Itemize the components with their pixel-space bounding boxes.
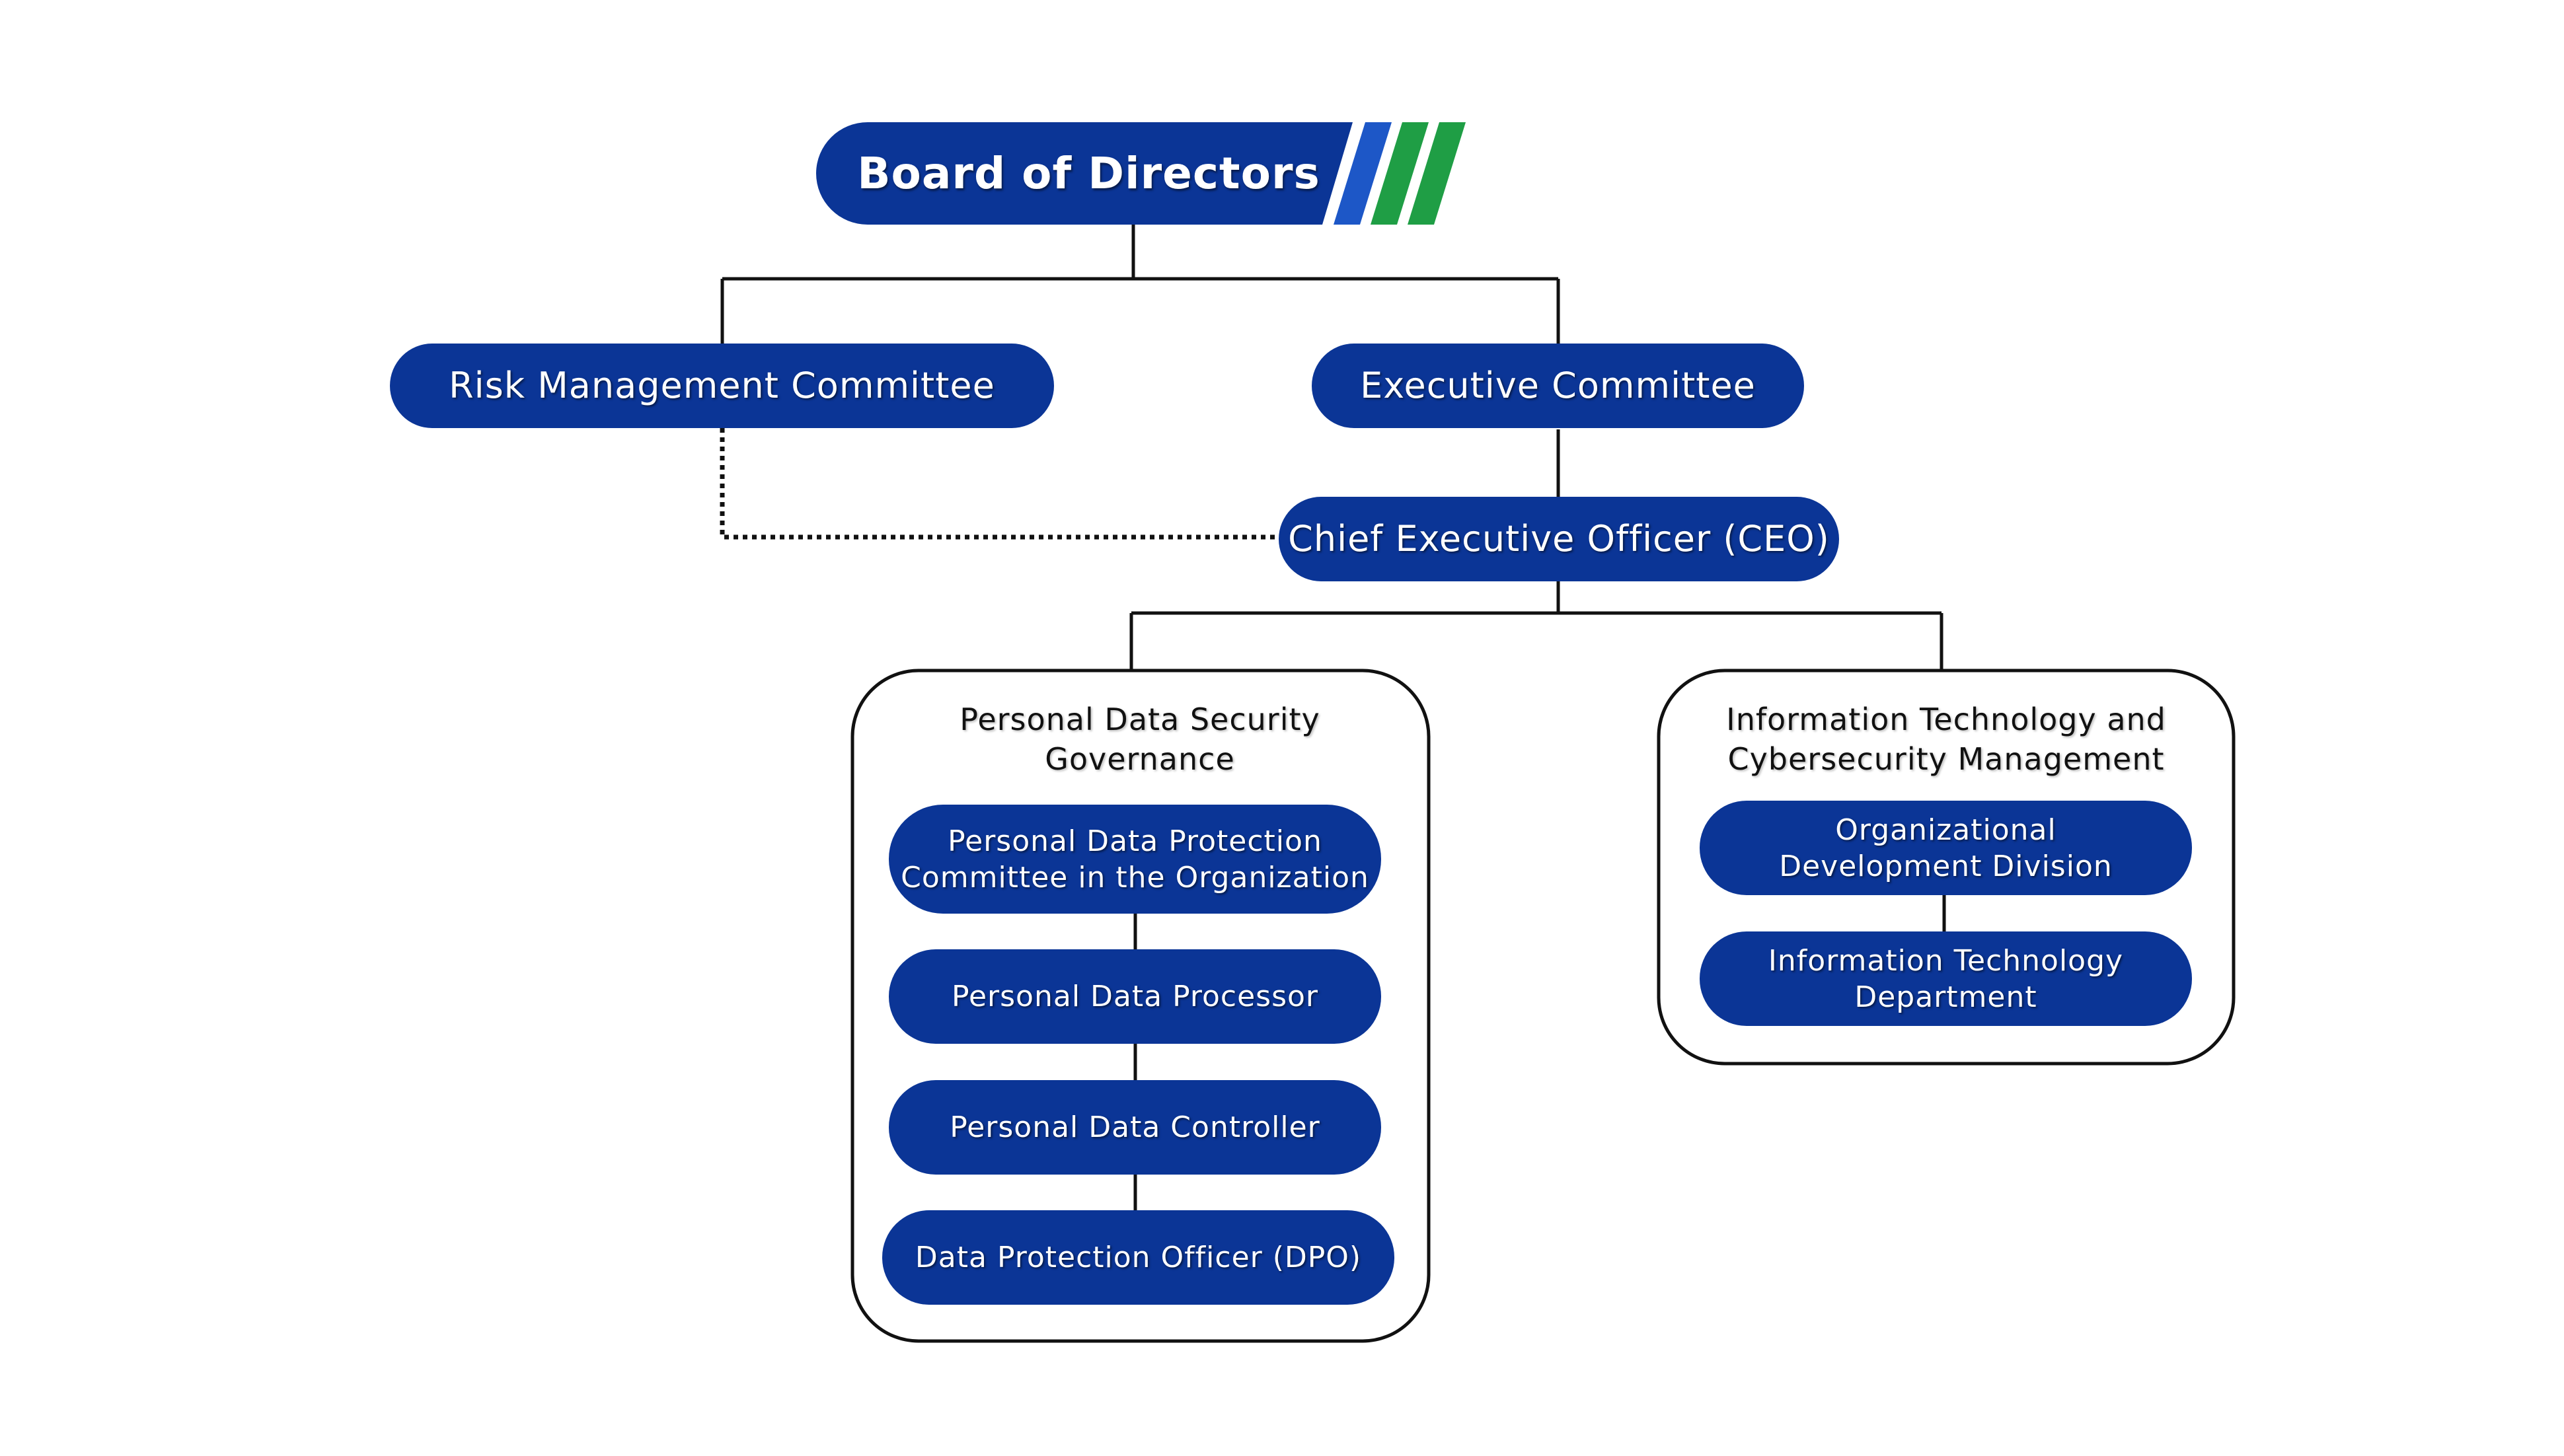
personal-data-group-title: Personal Data Security Governance xyxy=(960,702,1320,777)
board-stripe-blue xyxy=(1334,122,1392,225)
connector-lines xyxy=(720,225,1946,1210)
connector-ceo-to-groups xyxy=(1129,581,1943,671)
pd-controller-shape xyxy=(889,1080,1381,1175)
pd-controller-node: Personal Data Controller xyxy=(950,1110,1320,1144)
org-development-node: Organizational Development Division xyxy=(1779,813,2113,883)
executive-committee-shape xyxy=(1312,344,1804,428)
pd-processor-node: Personal Data Processor xyxy=(952,980,1318,1013)
pd-committee-shape xyxy=(889,805,1381,914)
board-pill xyxy=(816,122,1353,225)
it-department-node: Information Technology Department xyxy=(1768,943,2124,1014)
it-department-shape xyxy=(1700,931,2192,1026)
board-shape xyxy=(816,122,1466,225)
it-group-title: Information Technology and Cybersecurity… xyxy=(1726,702,2166,777)
connector-risk-to-ceo-dotted xyxy=(720,428,1279,540)
org-development-shape xyxy=(1700,801,2192,895)
ceo-shape xyxy=(1279,497,1839,581)
board-stripe-green-1 xyxy=(1371,122,1429,225)
risk-committee-shape xyxy=(390,344,1054,428)
pd-processor-shape xyxy=(889,949,1381,1044)
board-stripe-green-2 xyxy=(1408,122,1466,225)
connector-board-to-committees xyxy=(720,225,1560,344)
risk-management-committee-node: Risk Management Committee xyxy=(449,365,995,407)
dpo-node: Data Protection Officer (DPO) xyxy=(915,1241,1362,1274)
board-of-directors-label: Board of Directors xyxy=(857,148,1320,199)
dpo-shape xyxy=(882,1210,1394,1305)
pd-protection-committee-node: Personal Data Protection Committee in th… xyxy=(901,824,1369,894)
ceo-node: Chief Executive Officer (CEO) xyxy=(1288,518,1830,560)
executive-committee-node: Executive Committee xyxy=(1360,365,1756,407)
